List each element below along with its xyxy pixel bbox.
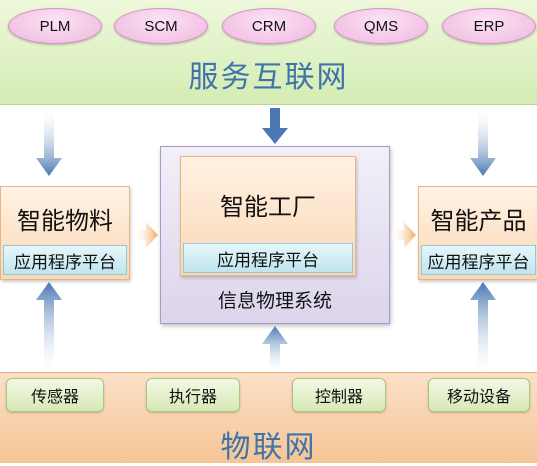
system-label: QMS bbox=[363, 17, 399, 35]
system-pill-qms: QMS bbox=[334, 8, 428, 44]
smart-material-card: 智能物料 应用程序平台 bbox=[0, 186, 130, 280]
arrow-down-right-icon bbox=[470, 108, 496, 176]
system-pill-plm: PLM bbox=[8, 8, 102, 44]
service-internet-title: 服务互联网 bbox=[188, 60, 349, 95]
arrow-up-right-icon bbox=[470, 282, 496, 374]
smart-product-title: 智能产品 bbox=[430, 207, 527, 235]
arrow-up-left-icon bbox=[36, 282, 62, 374]
smart-factory-title: 智能工厂 bbox=[220, 193, 316, 221]
smart-product-card: 智能产品 应用程序平台 bbox=[418, 186, 537, 280]
cyber-physical-title: 信息物理系统 bbox=[217, 290, 332, 312]
system-label: PLM bbox=[39, 17, 71, 35]
arrow-down-center-icon bbox=[262, 108, 288, 144]
system-pill-erp: ERP bbox=[442, 8, 536, 44]
smart-material-platform: 应用程序平台 bbox=[3, 245, 127, 275]
iot-title: 物联网 bbox=[220, 430, 317, 465]
system-pill-scm: SCM bbox=[114, 8, 208, 44]
system-label: ERP bbox=[473, 17, 505, 35]
smart-factory-platform: 应用程序平台 bbox=[183, 243, 353, 273]
device-label: 执行器 bbox=[168, 387, 217, 406]
system-label: SCM bbox=[144, 17, 178, 35]
arrow-right-left-icon bbox=[134, 222, 158, 248]
smart-factory-card: 智能工厂 应用程序平台 bbox=[180, 156, 356, 276]
device-label: 传感器 bbox=[30, 387, 79, 406]
device-chip-controller: 控制器 bbox=[292, 378, 386, 412]
system-pill-crm: CRM bbox=[222, 8, 316, 44]
arrow-up-center-icon bbox=[262, 326, 288, 374]
device-chip-mobile: 移动设备 bbox=[428, 378, 530, 412]
smart-product-platform: 应用程序平台 bbox=[421, 245, 536, 275]
device-label: 移动设备 bbox=[446, 387, 511, 406]
device-label: 控制器 bbox=[314, 387, 363, 406]
device-chip-sensor: 传感器 bbox=[6, 378, 104, 412]
device-chip-actuator: 执行器 bbox=[146, 378, 240, 412]
smart-material-title: 智能物料 bbox=[17, 207, 113, 235]
system-label: CRM bbox=[251, 17, 287, 35]
arrow-down-left-icon bbox=[36, 108, 62, 176]
arrow-right-right-icon bbox=[392, 222, 416, 248]
